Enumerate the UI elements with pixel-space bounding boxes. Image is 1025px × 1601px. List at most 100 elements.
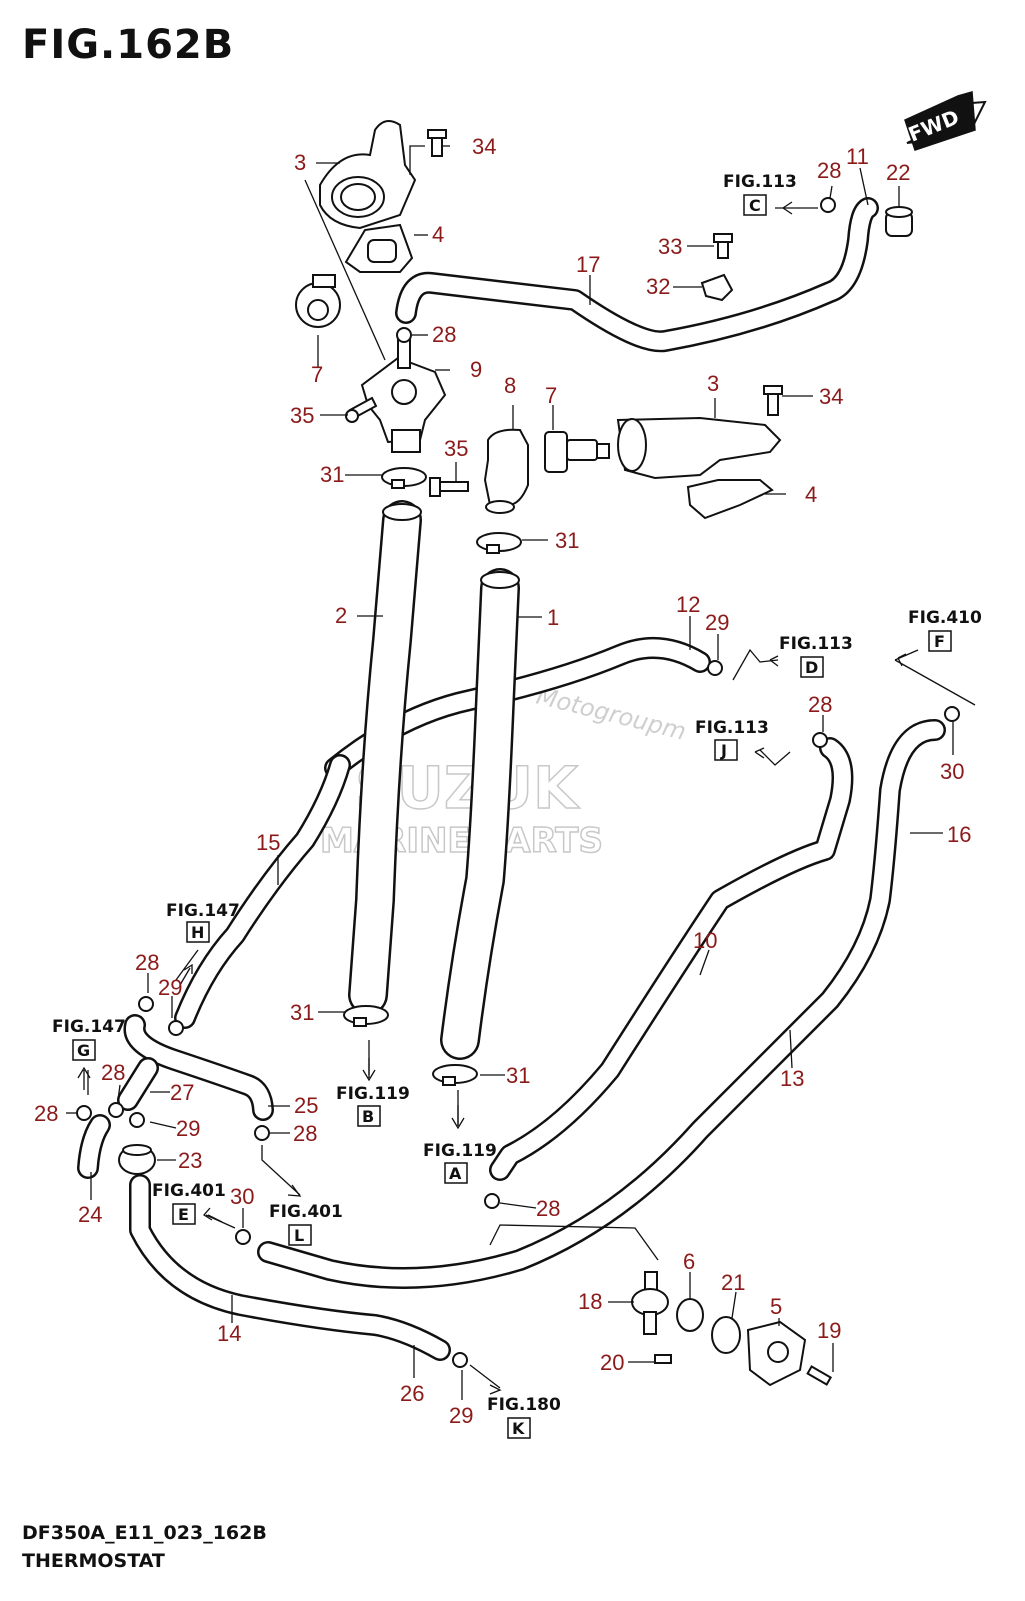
label-19: 19 — [817, 1318, 841, 1343]
label-35-mid: 35 — [444, 436, 468, 461]
gasket-4-mid — [686, 479, 774, 520]
ref-fig113-d-title: FIG.113 — [779, 634, 853, 654]
grommet-22 — [885, 206, 913, 237]
label-29-b: 29 — [158, 975, 182, 1000]
label-1: 1 — [547, 605, 559, 630]
clamp-31-c — [343, 1005, 389, 1027]
hose-10 — [489, 737, 854, 1181]
ref-fig401-e: FIG.401 E — [152, 1181, 226, 1225]
ref-fig410-f-letter: F — [934, 632, 945, 651]
ref-fig410-f: FIG.410 F — [908, 608, 982, 652]
label-28-d: 28 — [135, 950, 159, 975]
label-31-a: 31 — [320, 462, 344, 487]
label-24: 24 — [78, 1202, 102, 1227]
ref-fig410-f-title: FIG.410 — [908, 608, 982, 628]
hose-16-13 — [257, 719, 946, 1289]
small-clamps — [76, 197, 960, 1368]
label-17: 17 — [576, 252, 600, 277]
ref-fig147-h-letter: H — [191, 923, 204, 942]
thermostat-cover-mid — [616, 416, 782, 480]
ref-fig119-b: FIG.119 B — [336, 1084, 410, 1127]
ref-fig113-j: FIG.113 J — [695, 718, 769, 761]
bolt-35-left — [345, 396, 378, 423]
hose-14-26 — [129, 1174, 451, 1361]
label-8: 8 — [504, 373, 516, 398]
hose-24 — [77, 1114, 111, 1179]
ref-fig401-e-title: FIG.401 — [152, 1181, 226, 1201]
label-21: 21 — [721, 1270, 745, 1295]
ref-fig180-k-letter: K — [512, 1419, 525, 1438]
label-30-b: 30 — [230, 1184, 254, 1209]
grommet-23 — [118, 1144, 156, 1175]
label-29-d: 29 — [449, 1403, 473, 1428]
thermostat-mid — [544, 431, 610, 473]
label-25: 25 — [294, 1093, 318, 1118]
ref-fig147-g: FIG.147 G — [52, 1017, 126, 1061]
ref-fig401-l-title: FIG.401 — [269, 1202, 343, 1222]
ref-fig119-b-letter: B — [362, 1107, 374, 1126]
label-14: 14 — [217, 1321, 241, 1346]
hose-15 — [174, 754, 351, 1029]
ref-fig113-c: FIG.113 C — [723, 172, 797, 216]
label-32: 32 — [646, 274, 670, 299]
label-3-mid: 3 — [707, 371, 719, 396]
hose-27 — [117, 1057, 159, 1111]
fwd-arrow-icon: FWD — [904, 91, 987, 151]
ref-fig180-k-title: FIG.180 — [487, 1395, 561, 1415]
label-23: 23 — [178, 1148, 202, 1173]
label-7-mid: 7 — [545, 383, 557, 408]
part-labels: 3 4 34 7 28 9 35 31 35 8 7 3 34 4 31 1 2… — [34, 134, 971, 1428]
label-31-d: 31 — [506, 1063, 530, 1088]
label-22: 22 — [886, 160, 910, 185]
leader-lines — [66, 145, 976, 1400]
label-31-b: 31 — [555, 528, 579, 553]
label-29-c: 29 — [176, 1116, 200, 1141]
label-3-top: 3 — [294, 150, 306, 175]
bolt-34-mid — [763, 385, 783, 416]
label-16: 16 — [947, 822, 971, 847]
elbow-8 — [483, 428, 529, 514]
bolt-34-top — [427, 129, 447, 157]
label-33: 33 — [658, 234, 682, 259]
label-11: 11 — [846, 144, 869, 169]
label-4-mid: 4 — [805, 482, 817, 507]
label-34-top: 34 — [472, 134, 496, 159]
label-34-mid: 34 — [819, 384, 843, 409]
figure-code: DF350A_E11_023_162B — [22, 1522, 267, 1544]
ref-fig401-l: FIG.401 L — [269, 1202, 343, 1246]
watermark-site: Motogroupm — [534, 682, 689, 746]
clip-32 — [700, 273, 734, 302]
clamp-31-d — [432, 1064, 478, 1086]
ref-fig180-k: FIG.180 K — [487, 1395, 561, 1439]
label-28-g: 28 — [293, 1121, 317, 1146]
thermostat-left — [295, 274, 341, 328]
hose-17 — [395, 197, 879, 353]
valve-assembly — [631, 1271, 833, 1387]
ref-fig113-c-letter: C — [749, 196, 761, 215]
label-2: 2 — [335, 603, 347, 628]
label-5: 5 — [770, 1294, 782, 1319]
label-10: 10 — [693, 928, 717, 953]
clamp-31-a — [381, 467, 427, 489]
ref-fig147-h-title: FIG.147 — [166, 901, 240, 921]
label-27: 27 — [170, 1080, 194, 1105]
label-28-b: 28 — [817, 158, 841, 183]
label-29-a: 29 — [705, 610, 729, 635]
ref-fig119-b-title: FIG.119 — [336, 1084, 410, 1104]
thermostat-housing-9 — [360, 337, 447, 453]
label-12: 12 — [676, 592, 700, 617]
figure-title: FIG.162B — [22, 22, 235, 68]
label-13: 13 — [780, 1066, 804, 1091]
ref-fig147-g-letter: G — [77, 1041, 90, 1060]
bolt-35-mid — [429, 477, 469, 497]
ref-fig119-a-title: FIG.119 — [423, 1141, 497, 1161]
label-31-c: 31 — [290, 1000, 314, 1025]
label-4-top: 4 — [432, 222, 444, 247]
label-30-a: 30 — [940, 759, 964, 784]
clamp-31-b — [476, 532, 522, 554]
ref-fig113-d-letter: D — [805, 658, 818, 677]
ref-fig119-a-letter: A — [449, 1164, 462, 1183]
label-28-a: 28 — [432, 322, 456, 347]
ref-fig113-j-title: FIG.113 — [695, 718, 769, 738]
label-26: 26 — [400, 1381, 424, 1406]
